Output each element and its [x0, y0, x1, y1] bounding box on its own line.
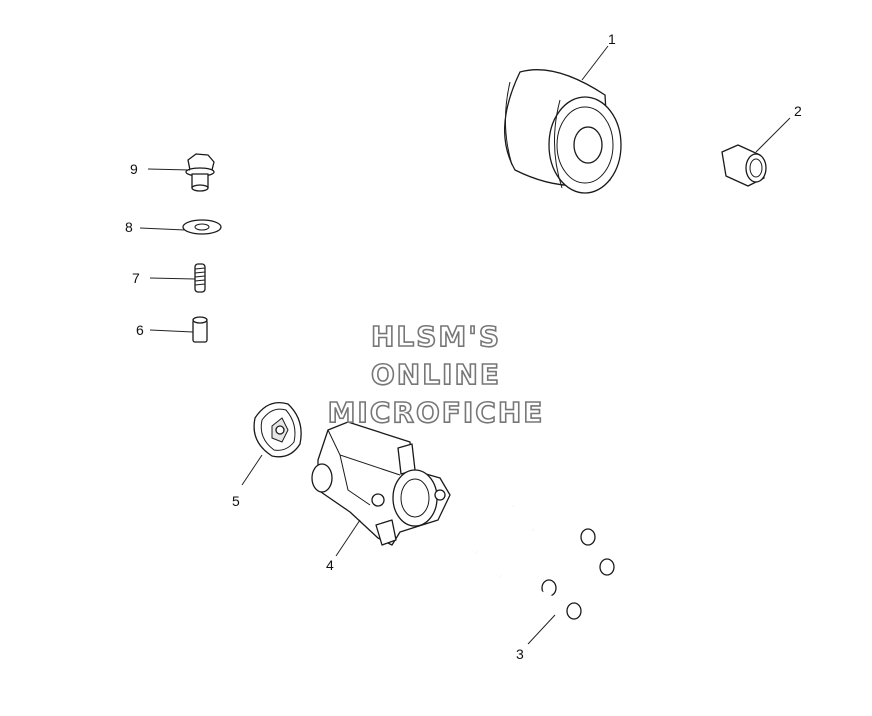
- leader-6: [149, 329, 194, 333]
- part-7-stud[interactable]: [194, 263, 206, 293]
- leader-8: [139, 227, 186, 231]
- leader-2: [755, 117, 791, 153]
- callout-1: 1: [608, 31, 616, 47]
- leader-9: [147, 168, 191, 171]
- leader-7: [149, 277, 196, 280]
- part-3-bolt-d[interactable]: [500, 573, 582, 620]
- part-3-bolt-a[interactable]: [512, 503, 596, 546]
- part-2-fitting[interactable]: [721, 144, 767, 187]
- part-3-bolt-b[interactable]: [532, 527, 615, 576]
- watermark: HLSM'S ONLINE MICROFICHE: [327, 319, 545, 430]
- callout-8: 8: [125, 219, 133, 235]
- callout-9: 9: [130, 161, 138, 177]
- leader-5: [241, 454, 263, 486]
- part-1-filter[interactable]: [503, 69, 622, 194]
- part-9-bolt[interactable]: [185, 153, 215, 192]
- part-3-bolt-c[interactable]: [476, 549, 557, 597]
- part-4-pump-housing[interactable]: [311, 421, 451, 546]
- part-5-rotor[interactable]: [253, 401, 302, 458]
- callout-4: 4: [326, 557, 334, 573]
- callout-3: 3: [516, 646, 524, 662]
- callout-7: 7: [132, 270, 140, 286]
- callout-2: 2: [794, 103, 802, 119]
- part-6-dowel[interactable]: [192, 316, 208, 343]
- leader-3: [527, 614, 556, 645]
- watermark-line-1: HLSM'S: [371, 320, 501, 353]
- watermark-line-3: MICROFICHE: [328, 396, 545, 429]
- leader-1: [581, 45, 609, 81]
- callout-5: 5: [232, 493, 240, 509]
- leader-4: [335, 519, 361, 557]
- watermark-line-2: ONLINE: [371, 358, 501, 391]
- part-8-washer[interactable]: [182, 219, 222, 235]
- callout-6: 6: [136, 322, 144, 338]
